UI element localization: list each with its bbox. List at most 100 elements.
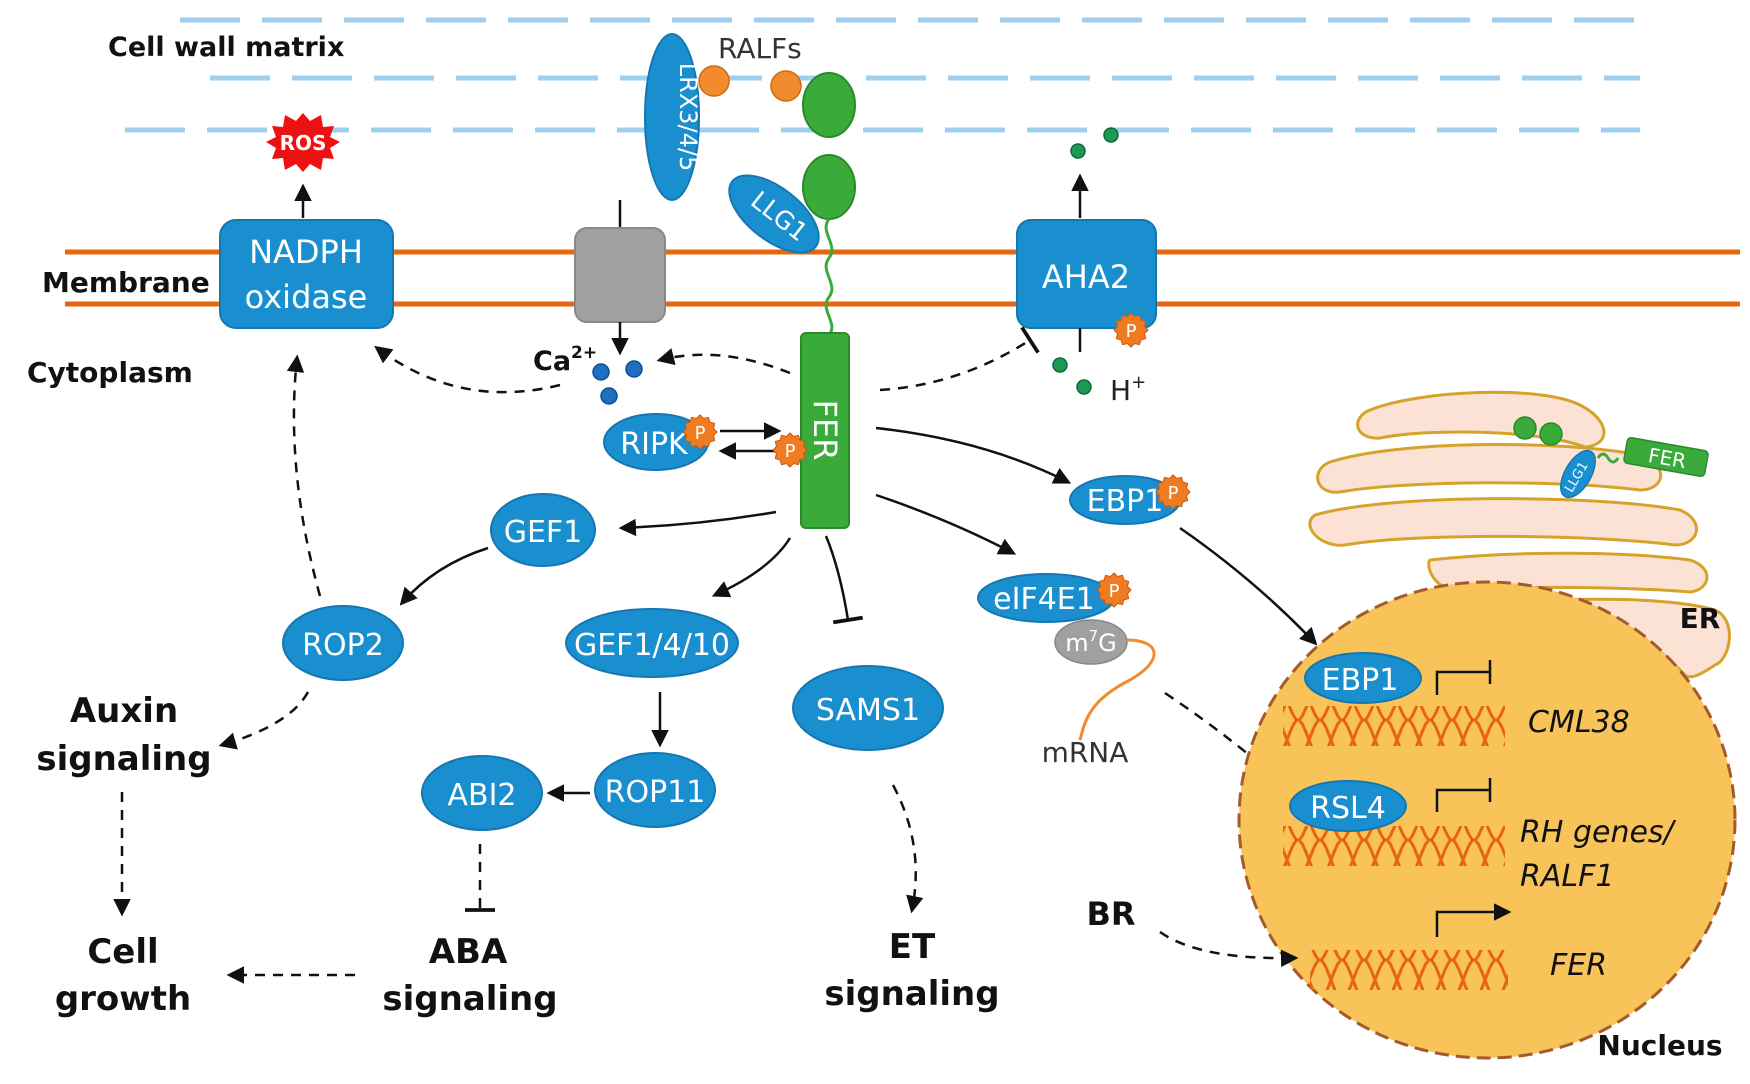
rop11-ellipse (594, 752, 716, 828)
cell-wall-lines (125, 17, 1640, 133)
phospho-label: P (1109, 581, 1120, 602)
mrna-strand (1078, 638, 1156, 741)
nuclear-ebp1-ellipse (1304, 652, 1422, 704)
nadph-label-2: oxidase (245, 278, 368, 316)
gef1410-ellipse (565, 608, 739, 678)
ralf-peptide-1 (698, 65, 730, 97)
fer-activation-arrow (1435, 903, 1512, 937)
auxin-label-2: signaling (36, 739, 211, 779)
gef1410-label: GEF1/4/10 (574, 628, 730, 663)
br-to-fer-gene-dashed (1159, 930, 1299, 968)
nuclear-ebp1-label: EBP1 (1322, 663, 1399, 698)
rh-gene-label-2: RALF1 (1520, 859, 1614, 894)
cell-growth-label-2: growth (55, 979, 191, 1019)
cell-growth-label-1: Cell (87, 932, 158, 972)
phospho-label: P (1168, 483, 1179, 504)
ralf-peptide-2 (770, 70, 802, 102)
rop11-label: ROP11 (605, 775, 706, 810)
fer-to-ebp1-arrow (875, 426, 1072, 484)
phospho-label: P (785, 441, 796, 462)
fer-kinase-domain (800, 332, 850, 529)
er-fer-linker (1596, 452, 1620, 464)
et-label-2: signaling (824, 974, 999, 1014)
gef1-to-rop2-arrow (399, 546, 489, 606)
sams1-label: SAMS1 (816, 693, 920, 728)
fer-to-ca-dashed (656, 348, 791, 375)
dna-cml38 (1283, 706, 1505, 746)
br-label: BR (1086, 895, 1135, 933)
fer-inhibits-sams1 (824, 535, 864, 625)
rop2-label: ROP2 (302, 628, 384, 663)
rsl4-ellipse (1289, 780, 1407, 832)
et-label-1: ET (889, 927, 936, 967)
fer-malectin-domain-1 (802, 72, 856, 138)
rop2-to-auxin-dashed (218, 691, 310, 750)
cml38-gene-label: CML38 (1528, 705, 1630, 740)
fer-to-gef1-arrow (618, 510, 777, 537)
aba-label-1: ABA (429, 932, 508, 972)
ripk-phospho-badge: P (682, 414, 718, 450)
proton-ions-out (1070, 127, 1119, 159)
eif4e1-label: eIF4E1 (993, 582, 1095, 617)
llg1-ellipse (728, 174, 820, 254)
aha2-phospho-badge: P (1113, 312, 1149, 348)
nucleus-label: Nucleus (1597, 1029, 1722, 1062)
cytoplasm-label: Cytoplasm (27, 356, 193, 389)
ros-label: ROS (280, 131, 327, 155)
nadph-oxidase-box (219, 219, 394, 329)
fer-malectin-domain-2 (802, 154, 856, 220)
fer-transmembrane (824, 218, 834, 336)
sams1-ellipse (792, 665, 944, 751)
fer-inhibits-aha2-dashed (879, 326, 1040, 392)
rsl4-label: RSL4 (1310, 791, 1386, 826)
aha2-box (1016, 219, 1157, 329)
lrx-ellipse (644, 33, 700, 201)
ca-to-nadph-dashed (374, 345, 561, 394)
ros-burst (266, 113, 340, 172)
ebp1-label: EBP1 (1087, 484, 1164, 519)
ralfs-label: RALFs (718, 32, 802, 65)
phospho-label: P (695, 423, 706, 444)
aba-label-2: signaling (382, 979, 557, 1019)
er-label: ER (1680, 602, 1721, 635)
nadph-label-1: NADPH (249, 233, 363, 271)
abi2-label: ABI2 (447, 778, 516, 813)
m7g-cap (1054, 619, 1128, 665)
ca-label: Ca2+ (533, 343, 597, 377)
dna-fer-gene (1310, 950, 1508, 990)
mrna-to-rsl4-arrow (1164, 691, 1293, 793)
membrane-label: Membrane (42, 266, 210, 299)
ripk-label: RIPK (620, 427, 689, 462)
fer-phospho-badge: P (772, 432, 808, 468)
cml38-repression-symbol (1435, 670, 1490, 695)
fer-to-gef1410-arrow (711, 537, 792, 598)
mrna-label: mRNA (1042, 736, 1129, 769)
sams1-to-et-dashed (891, 784, 924, 914)
fer-gene-label: FER (1550, 948, 1607, 983)
cell-wall-label: Cell wall matrix (108, 32, 344, 63)
ca-channel (574, 227, 666, 323)
er-fer-domain-2 (1539, 422, 1563, 446)
rh-repression-symbol (1435, 788, 1490, 812)
lrx-label: LRX3/4/5 (674, 63, 702, 171)
er-fer-kinase (1623, 436, 1709, 478)
fer-to-eif4e1-arrow (875, 493, 1017, 555)
abi2-ellipse (421, 755, 543, 831)
gef1-label: GEF1 (504, 515, 583, 550)
gef1-ellipse (490, 493, 596, 567)
er-llg1-ellipse (1560, 449, 1596, 499)
ebp1-phospho-badge: P (1155, 474, 1191, 510)
rop2-ellipse (282, 605, 404, 681)
aha2-label: AHA2 (1042, 258, 1130, 296)
eif4e1-phospho-badge: P (1096, 572, 1132, 608)
proton-label: H+ (1110, 372, 1146, 407)
er-fer-domain-1 (1513, 416, 1537, 440)
proton-ions-in (1052, 357, 1092, 395)
fer-label: FER (806, 400, 844, 461)
rh-gene-label-1: RH genes/ (1520, 815, 1677, 850)
rop2-to-nadph-dashed (286, 354, 322, 597)
m7g-label: m7G (1065, 627, 1117, 657)
auxin-label-1: Auxin (70, 691, 178, 731)
ca-ions (592, 360, 643, 405)
